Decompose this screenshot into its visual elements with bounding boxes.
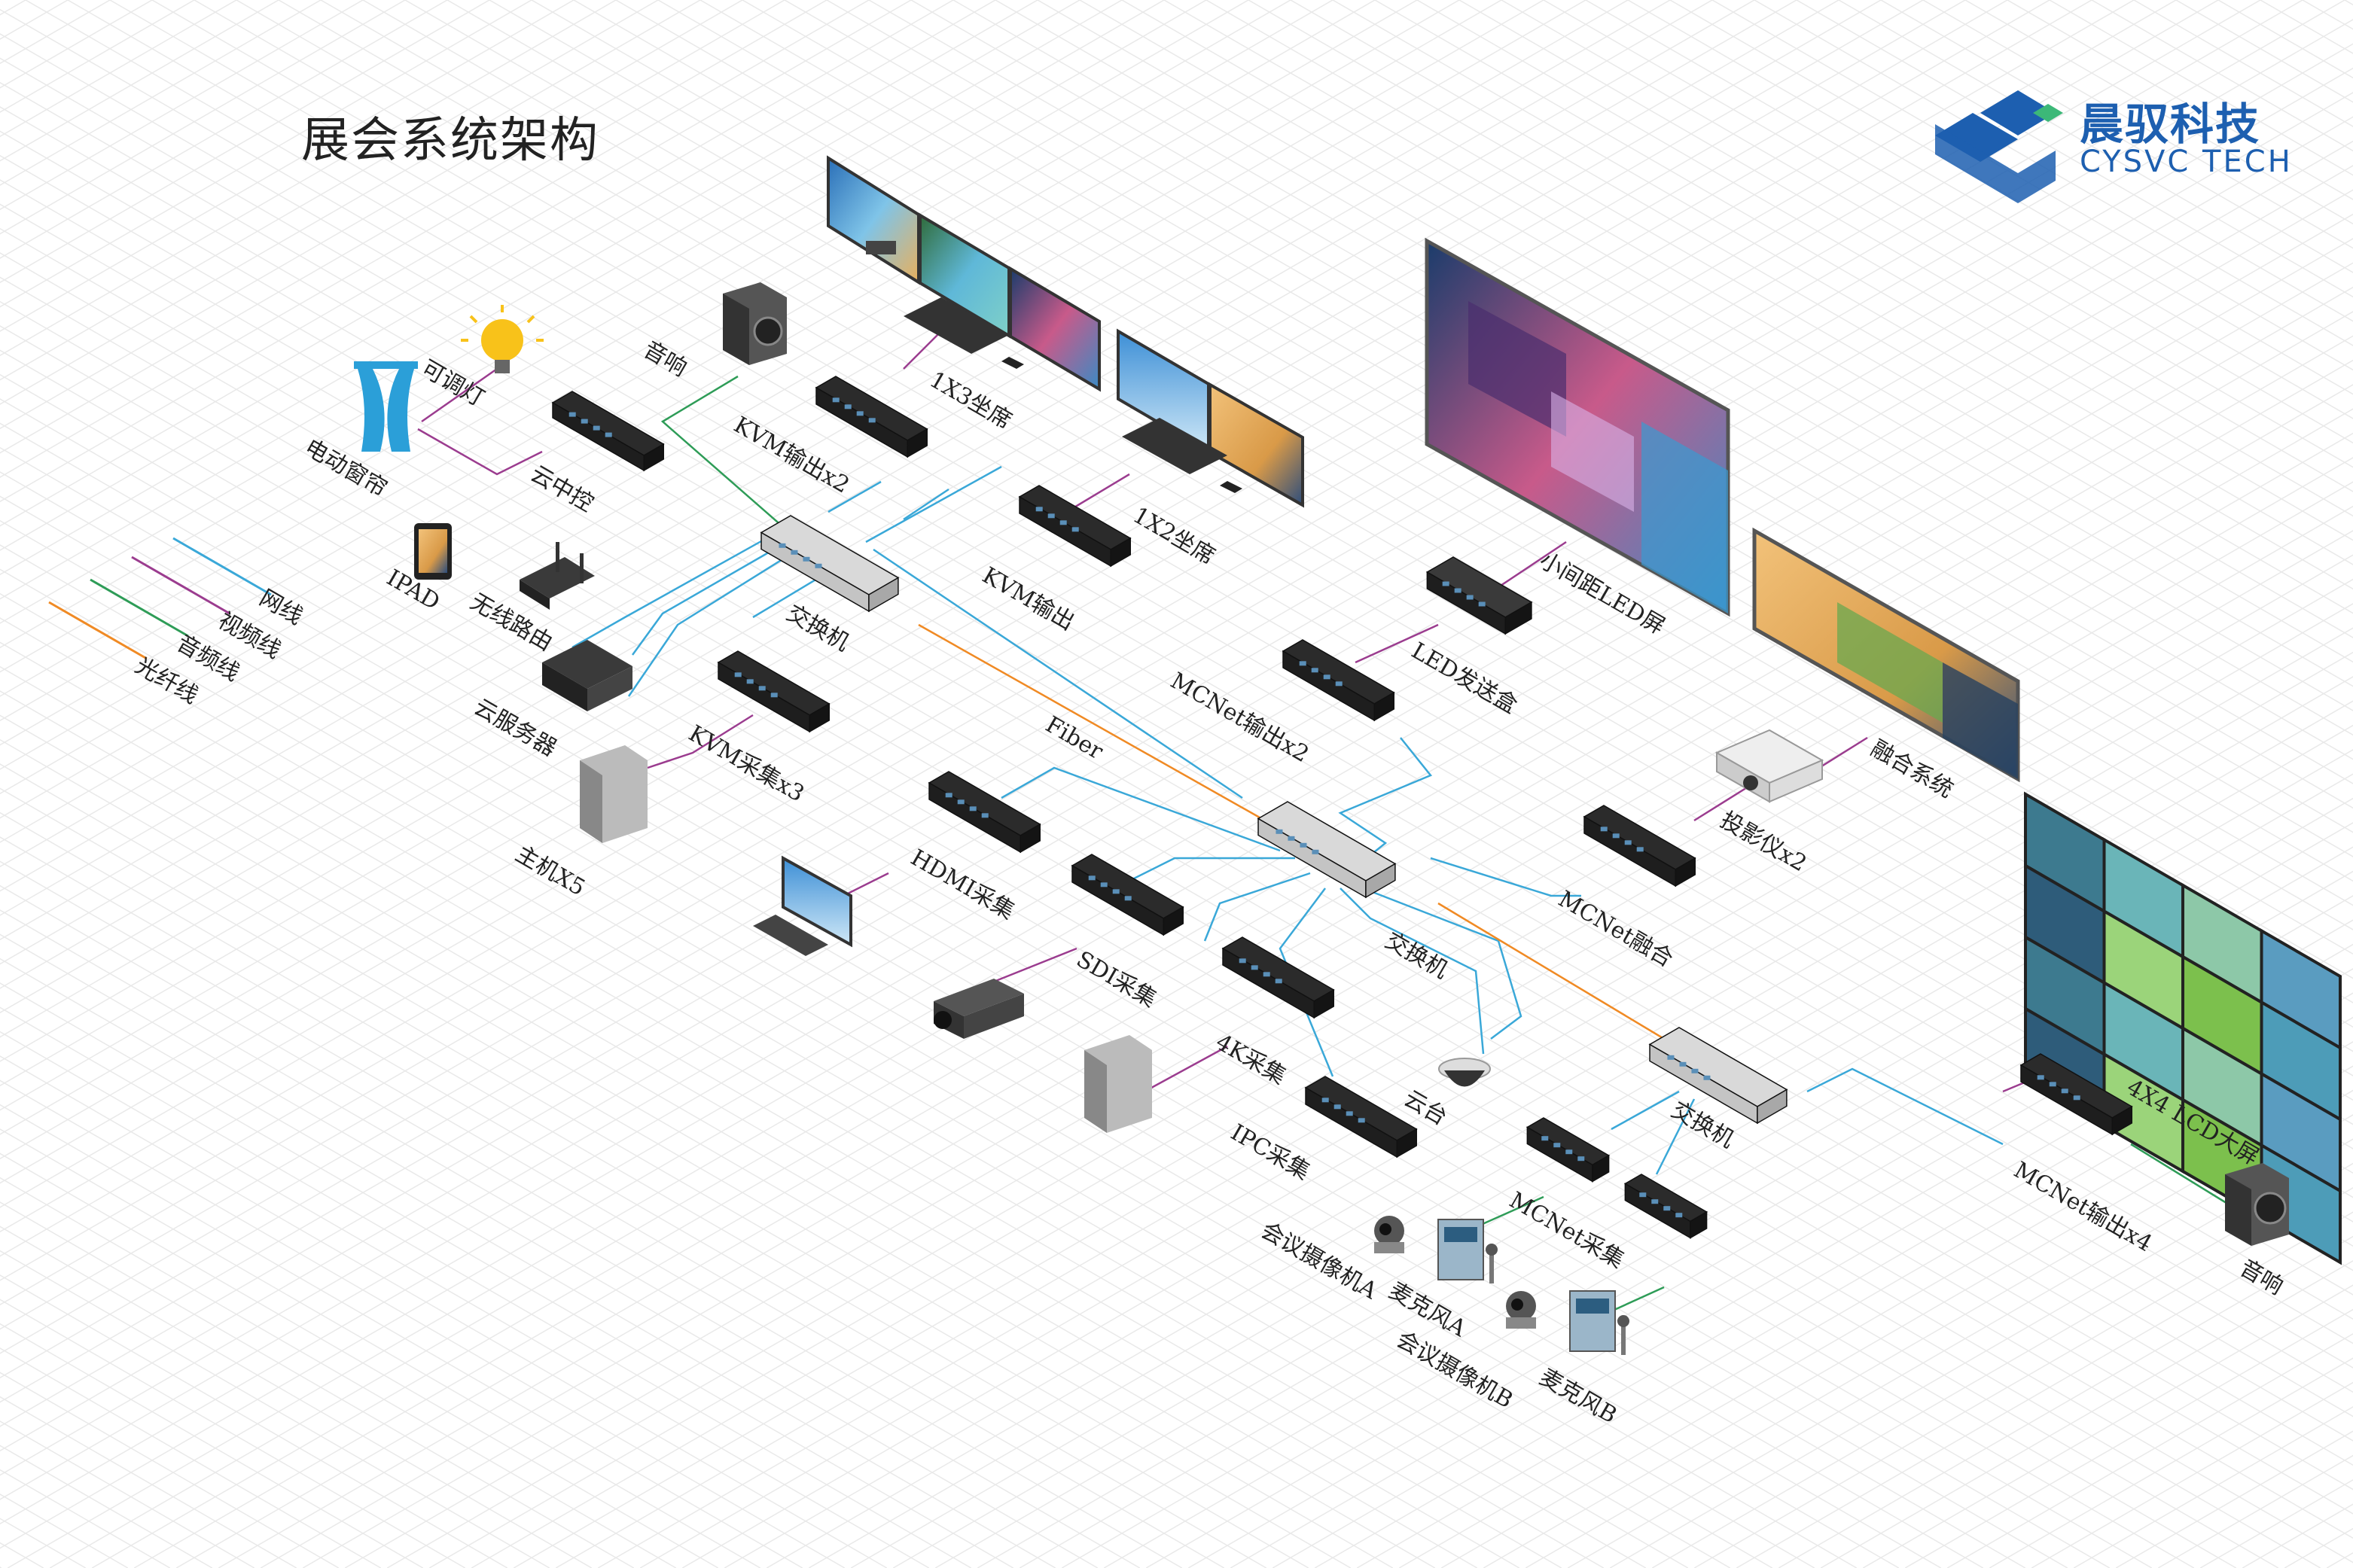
ipc-capture-box	[1304, 1076, 1418, 1158]
audio-cables	[660, 375, 2230, 1326]
device-boxes	[551, 376, 2133, 1239]
sdi-capture-box	[1071, 854, 1184, 936]
ptz-dome-icon	[1438, 1058, 1491, 1087]
brand-name-cn: 晨驭科技	[2080, 99, 2261, 150]
brand-logo-icon	[1935, 90, 2063, 203]
mcnet-capture-b-box	[1623, 1174, 1708, 1239]
sdi-camera-icon	[934, 979, 1024, 1039]
conf-camera-b-icon	[1506, 1291, 1536, 1329]
seat-1x2-screens	[1117, 328, 1304, 508]
conf-camera-a-icon	[1374, 1216, 1404, 1253]
speaker-right-icon	[2225, 1163, 2289, 1246]
fiber-cables	[918, 623, 1665, 1040]
led-sender-box	[1425, 556, 1533, 635]
seat-1x3-screens	[827, 155, 1101, 392]
curtain-icon	[354, 361, 418, 452]
mcnet-fusion-box	[1583, 805, 1696, 888]
small-pitch-led-screen	[1425, 237, 1730, 617]
k4-capture-box	[1221, 936, 1335, 1019]
cloud-server-icon	[542, 640, 632, 711]
mic-a-icon	[1437, 1219, 1498, 1283]
ipad-icon	[414, 523, 452, 580]
fusion-projection-screen	[1752, 527, 2020, 783]
cloud-controller-box	[551, 391, 665, 472]
projector-icon	[1714, 729, 1824, 803]
kvm-capture-x3-box	[717, 650, 831, 733]
hdmi-capture-box	[928, 771, 1041, 854]
kvm-out-x2-box	[815, 376, 928, 458]
legend-lines	[48, 537, 272, 660]
mcnet-out-x4-box	[2019, 1053, 2133, 1136]
switch-2-box	[1257, 801, 1397, 899]
kvm-out-box	[1018, 485, 1132, 568]
switch-1-box	[760, 515, 900, 613]
router-icon	[520, 542, 595, 610]
pc-monitor	[753, 855, 852, 956]
host-tower-2-icon	[1084, 1035, 1152, 1133]
mcnet-out-x2-box	[1282, 639, 1395, 722]
page-title: 展会系统架构	[301, 113, 599, 169]
speaker-top-icon	[723, 282, 787, 365]
host-tower-icon	[580, 745, 648, 843]
mcnet-capture-a-box	[1525, 1117, 1611, 1183]
brand-name-en: CYSVC TECH	[2080, 145, 2293, 179]
switch-3-box	[1648, 1027, 1788, 1125]
bulb-icon	[461, 305, 544, 373]
mic-b-icon	[1569, 1290, 1629, 1355]
